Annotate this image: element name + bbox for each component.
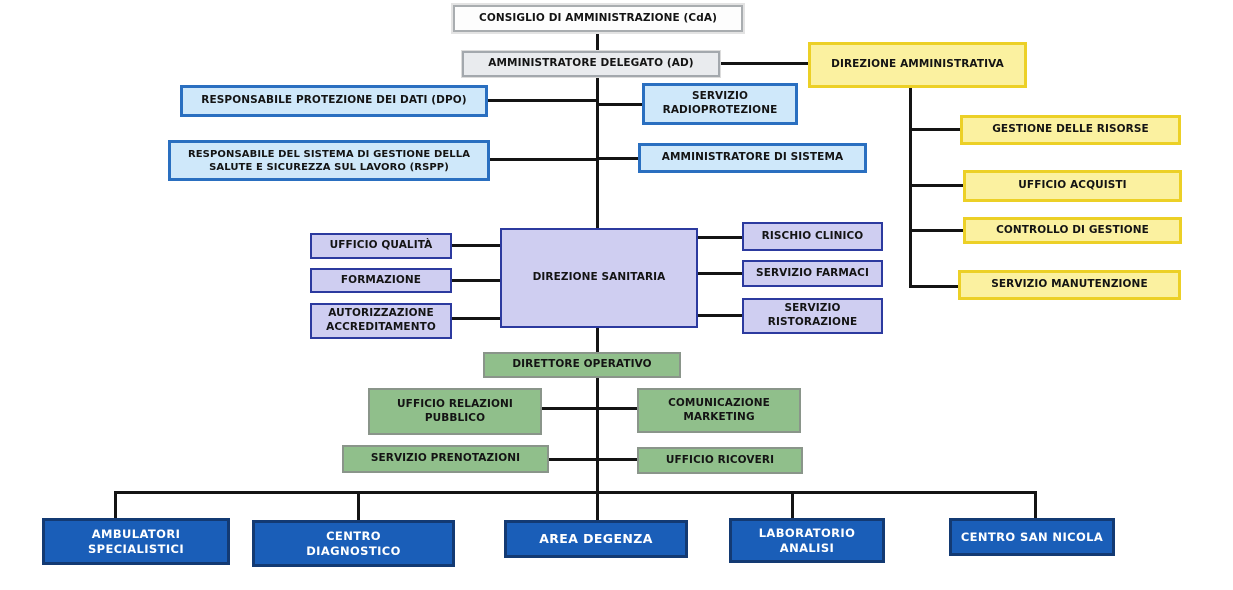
node-laboratorio-analisi: LABORATORIO ANALISI [729,518,885,563]
node-centro-san-nicola: CENTRO SAN NICOLA [949,518,1115,556]
connector-ufficio-relazioni [542,407,596,410]
connector-ds-dirop [596,328,599,352]
node-ambulatori-specialistici: AMBULATORI SPECIALISTICI [42,518,230,565]
connector-servizio-manutenzione [909,285,958,288]
connector-rspp [490,158,596,161]
connector-radioprotezione [599,103,642,106]
node-rischio-clinico: RISCHIO CLINICO [742,222,883,251]
connector-direzione-amministrativa-spine [909,88,912,288]
connector-bottom-rail [114,491,1037,494]
connector-drop-laboratorio [791,491,794,518]
connector-ad-direzione-amministrativa [720,62,808,65]
node-centro-diagnostico: CENTRO DIAGNOSTICO [252,520,455,567]
node-direzione-amministrativa: DIREZIONE AMMINISTRATIVA [808,42,1027,88]
connector-amministratore-sistema [599,157,638,160]
node-servizio-radioprotezione: SERVIZIO RADIOPROTEZIONE [642,83,798,125]
connector-servizio-ristorazione [698,314,742,317]
connector-comunicazione-marketing [599,407,637,410]
connector-drop-ambulatori [114,491,117,518]
node-ufficio-relazioni-pubblico: UFFICIO RELAZIONI PUBBLICO [368,388,542,435]
connector-cda-ad [596,31,599,52]
node-ufficio-acquisti: UFFICIO ACQUISTI [963,170,1182,202]
connector-controllo-gestione [912,229,963,232]
node-amministratore-delegato: AMMINISTRATORE DELEGATO (AD) [462,51,720,77]
connector-drop-san-nicola [1034,491,1037,518]
connector-spine-lower [596,378,599,520]
node-formazione: FORMAZIONE [310,268,452,293]
connector-spine-upper [596,77,599,228]
connector-ufficio-ricoveri [599,458,637,461]
node-autorizzazione-accreditamento: AUTORIZZAZIONE ACCREDITAMENTO [310,303,452,339]
node-amministratore-di-sistema: AMMINISTRATORE DI SISTEMA [638,143,867,173]
connector-servizio-farmaci [698,272,742,275]
node-servizio-ristorazione: SERVIZIO RISTORAZIONE [742,298,883,334]
connector-servizio-prenotazioni [549,458,596,461]
connector-ufficio-acquisti [912,184,963,187]
node-rspp: RESPONSABILE DEL SISTEMA DI GESTIONE DEL… [168,140,490,181]
node-consiglio-di-amministrazione: CONSIGLIO DI AMMINISTRAZIONE (CdA) [453,5,743,32]
node-gestione-delle-risorse: GESTIONE DELLE RISORSE [960,115,1181,145]
connector-gestione-risorse [912,128,960,131]
node-responsabile-protezione-dati-dpo: RESPONSABILE PROTEZIONE DEI DATI (DPO) [180,85,488,117]
connector-drop-diagnostico [357,491,360,520]
connector-dpo [488,99,596,102]
node-direttore-operativo: DIRETTORE OPERATIVO [483,352,681,378]
node-direzione-sanitaria: DIREZIONE SANITARIA [500,228,698,328]
node-comunicazione-marketing: COMUNICAZIONE MARKETING [637,388,801,433]
connector-formazione [452,279,500,282]
node-servizio-prenotazioni: SERVIZIO PRENOTAZIONI [342,445,549,473]
connector-ufficio-qualita [452,244,500,247]
node-ufficio-qualita: UFFICIO QUALITÀ [310,233,452,259]
node-controllo-di-gestione: CONTROLLO DI GESTIONE [963,217,1182,244]
node-servizio-farmaci: SERVIZIO FARMACI [742,260,883,287]
node-servizio-manutenzione: SERVIZIO MANUTENZIONE [958,270,1181,300]
node-ufficio-ricoveri: UFFICIO RICOVERI [637,447,803,474]
node-area-degenza: AREA DEGENZA [504,520,688,558]
connector-autorizzazione-accreditamento [452,317,500,320]
connector-rischio-clinico [698,236,742,239]
